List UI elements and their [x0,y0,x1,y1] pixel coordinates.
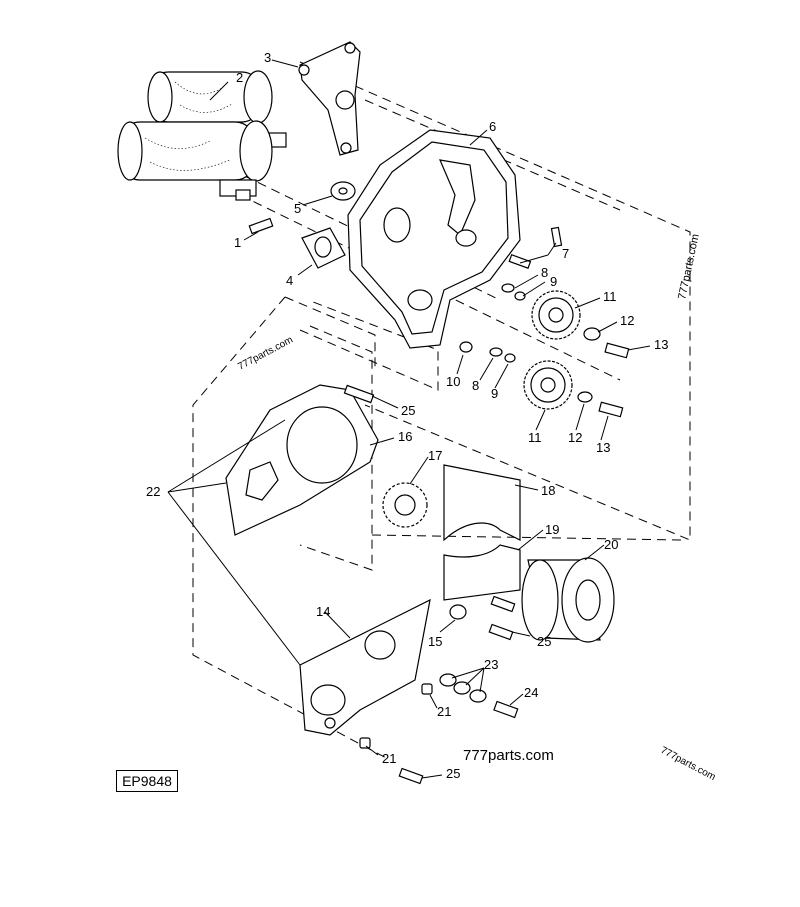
callout-24: 24 [524,685,538,700]
callout-2: 2 [236,70,243,85]
callout-10: 10 [446,374,460,389]
callout-20: 20 [604,537,618,552]
watermark-left: 777parts.com [236,334,295,372]
callout-1: 1 [234,235,241,250]
callout-11-lower: 11 [528,430,542,445]
callout-15: 15 [428,634,442,649]
callout-25-upper: 25 [401,403,415,418]
callout-18: 18 [541,483,555,498]
bracket-part-3 [298,41,361,156]
callout-8-upper: 8 [541,265,548,280]
sprocket-part-17 [382,482,428,528]
gear-part-11-lower [523,360,624,418]
callout-13-upper: 13 [654,337,668,352]
callout-12-upper: 12 [620,313,634,328]
callout-12-lower: 12 [568,430,582,445]
callout-23: 23 [484,657,498,672]
hardware-top [248,181,563,363]
callout-3: 3 [264,50,271,65]
auger-part-2 [117,70,287,201]
watermark-bottom-right: 777parts.com [659,745,718,783]
callout-7: 7 [562,246,569,261]
gear-housing-part-6 [347,129,521,349]
gear-part-11-upper [531,290,630,359]
pulley-part-20 [521,557,615,643]
watermark-bottom: 777parts.com [463,747,554,764]
cover-plate-part-16 [225,384,379,536]
watermark-right: 777parts.com [676,233,702,301]
shield-plate-part-19 [443,544,521,601]
cover-plate-part-14 [299,598,431,736]
callout-5: 5 [294,201,301,216]
callout-22: 22 [146,484,160,499]
hardware-bottom [359,595,519,785]
callout-25-lower: 25 [446,766,460,781]
callout-6: 6 [489,119,496,134]
callout-21-lower: 21 [382,751,396,766]
callout-17: 17 [428,448,442,463]
callout-14: 14 [316,604,330,619]
callout-16: 16 [398,429,412,444]
callout-13-lower: 13 [596,440,610,455]
callout-21-upper: 21 [437,704,451,719]
callout-labels: 3 2 6 5 1 7 4 8 9 11 12 13 10 8 9 25 11 … [146,50,668,781]
callout-9-upper: 9 [550,274,557,289]
callout-9-lower: 9 [491,386,498,401]
callout-19: 19 [545,522,559,537]
callout-4: 4 [286,273,293,288]
bolt-part-1 [248,217,274,235]
callout-11-upper: 11 [603,289,617,304]
reference-code-label: EP9848 [116,770,178,792]
callout-8-lower: 8 [472,378,479,393]
leader-lines [167,59,651,779]
shield-plate-part-18 [443,464,521,542]
callout-25-middle: 25 [537,634,551,649]
